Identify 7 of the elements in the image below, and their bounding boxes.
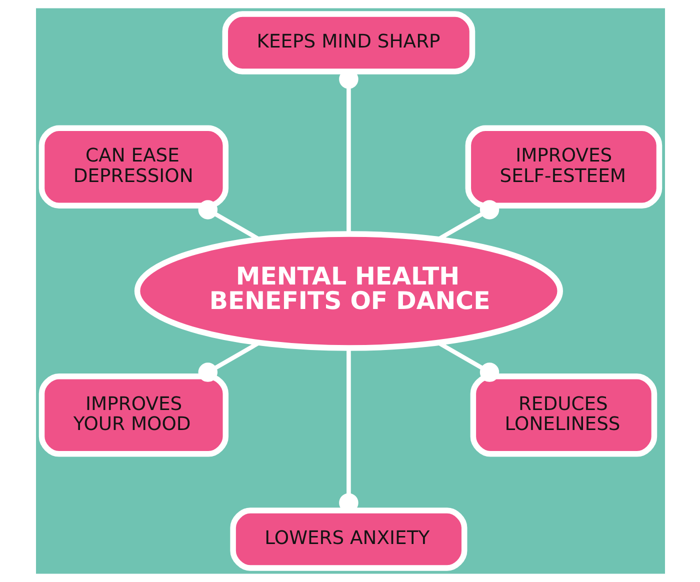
node-box: IMPROVES SELF-ESTEEM — [464, 125, 662, 209]
node-box: IMPROVES YOUR MOOD — [38, 373, 228, 457]
node-box: LOWERS ANXIETY — [230, 508, 467, 571]
node-box: CAN EASE DEPRESSION — [38, 125, 228, 209]
node-ellipse: MENTAL HEALTH BENEFITS OF DANCE — [134, 231, 562, 351]
node-box: REDUCES LONELINESS — [470, 373, 657, 457]
node-box: KEEPS MIND SHARP — [222, 11, 475, 74]
